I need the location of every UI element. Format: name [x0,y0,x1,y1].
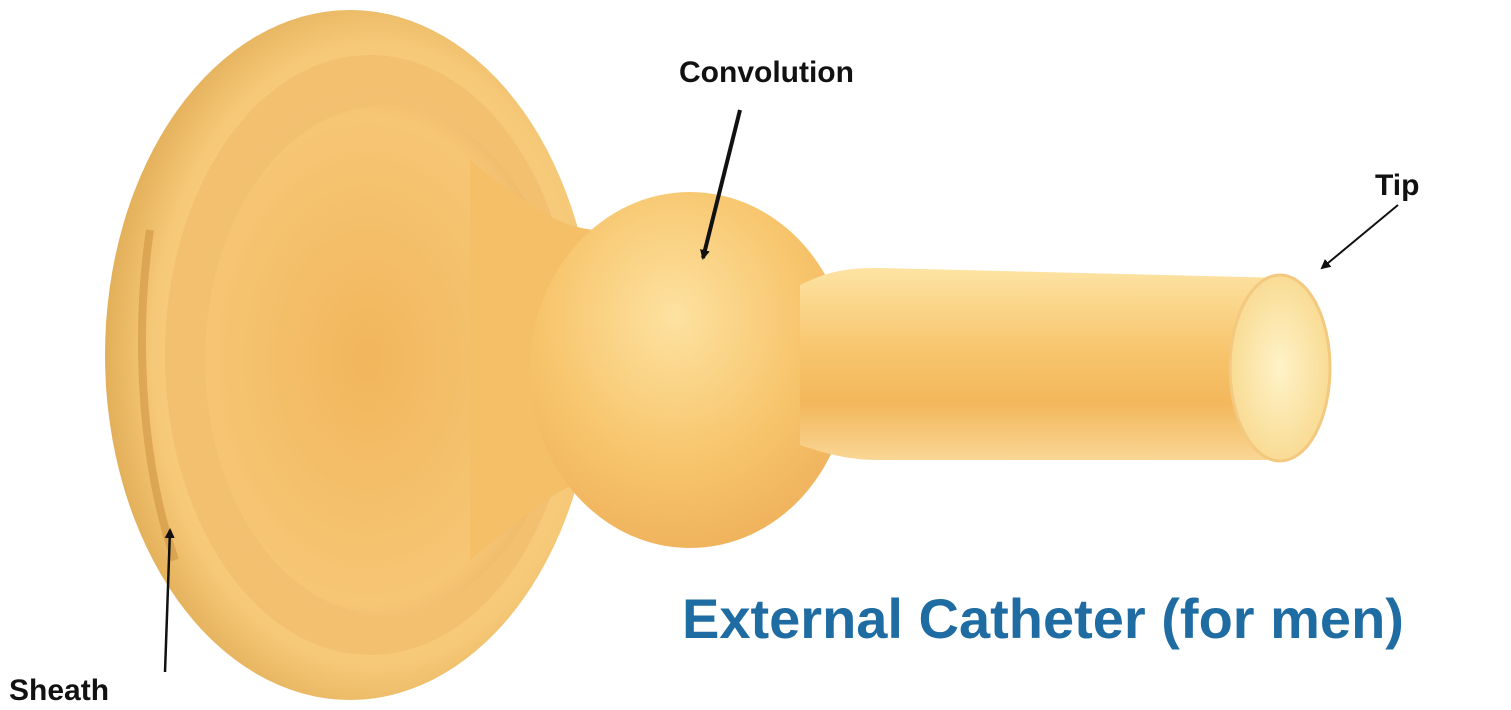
tip-opening [1230,275,1330,461]
tube-shape [800,268,1285,460]
sheath-label: Sheath [9,674,109,708]
tip-label: Tip [1375,169,1419,203]
diagram-title: External Catheter (for men) [682,586,1404,651]
convolution-label: Convolution [679,56,854,90]
tip-arrow [1322,205,1398,268]
